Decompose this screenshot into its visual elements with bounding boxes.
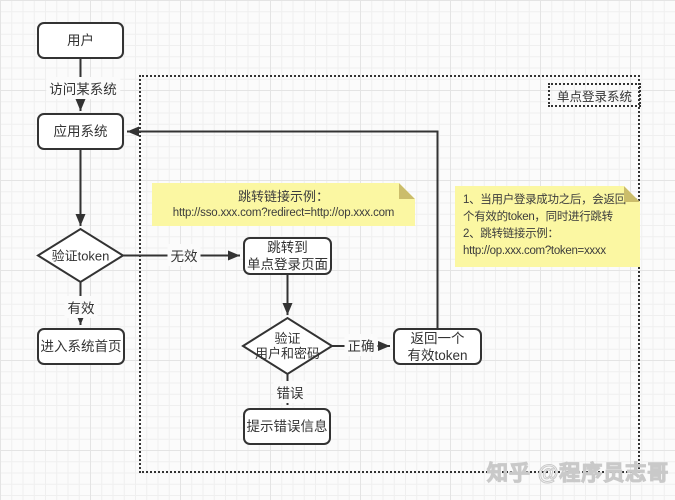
- redirect-note-url: http://sso.xxx.com?redirect=http://op.xx…: [172, 207, 395, 219]
- verify-credentials-diamond: [241, 316, 334, 376]
- token-note-line2: 个有效的token，同时进行跳转: [463, 211, 613, 223]
- verify-token-diamond-label: 验证token: [51, 248, 110, 263]
- node-error-message: 提示错误信息: [243, 408, 331, 445]
- node-system-home-label: 进入系统首页: [40, 339, 122, 354]
- edge-label-visit: 访问某系统: [46, 77, 120, 99]
- node-sso-login-page-line2: 单点登录页面: [247, 257, 328, 272]
- verify-credentials-line2: 用户和密码: [254, 346, 321, 361]
- verify-token-diamond: [36, 227, 125, 284]
- node-app-system-label: 应用系统: [53, 124, 108, 139]
- node-app-system: 应用系统: [37, 113, 124, 150]
- node-error-message-label: 提示错误信息: [246, 419, 328, 434]
- node-return-token: 返回一个 有效token: [393, 328, 482, 365]
- redirect-note-title: 跳转链接示例：: [237, 189, 329, 204]
- edge-label-correct: 正确: [344, 334, 378, 356]
- edge-return-token-to-app: [127, 126, 439, 328]
- node-user-label: 用户: [67, 33, 94, 48]
- verify-credentials-line1: 验证: [274, 331, 301, 346]
- token-note-line1: 1、当用户登录成功之后，会返回一: [463, 194, 638, 206]
- sso-region-border: [139, 75, 640, 473]
- verify-credentials-diamond-label: 验证 用户和密码: [255, 331, 320, 361]
- token-note-line4: http://op.xxx.com?token=xxxx: [463, 245, 606, 257]
- node-return-token-line2: 有效token: [407, 347, 468, 363]
- token-note-line3: 2、跳转链接示例：: [463, 228, 559, 240]
- node-sso-login-page-line1: 跳转到: [267, 240, 308, 255]
- node-system-home: 进入系统首页: [37, 328, 125, 365]
- sso-region-label: 单点登录系统: [548, 83, 641, 107]
- redirect-example-note: 跳转链接示例： http://sso.xxx.com?redirect=http…: [152, 183, 415, 226]
- note-fold-corner-icon: [624, 186, 640, 202]
- node-user: 用户: [37, 22, 124, 59]
- edge-label-valid: 有效: [64, 296, 98, 318]
- node-sso-login-page: 跳转到 单点登录页面: [243, 237, 332, 275]
- zhihu-watermark: 知乎 @程序员志哥: [486, 462, 670, 486]
- token-return-note: 1、当用户登录成功之后，会返回一 个有效的token，同时进行跳转 2、跳转链接…: [455, 186, 640, 267]
- node-return-token-line1: 返回一个: [410, 330, 465, 346]
- edge-label-wrong: 错误: [273, 381, 307, 403]
- edge-label-invalid: 无效: [167, 244, 201, 266]
- note-fold-corner-icon: [399, 183, 415, 199]
